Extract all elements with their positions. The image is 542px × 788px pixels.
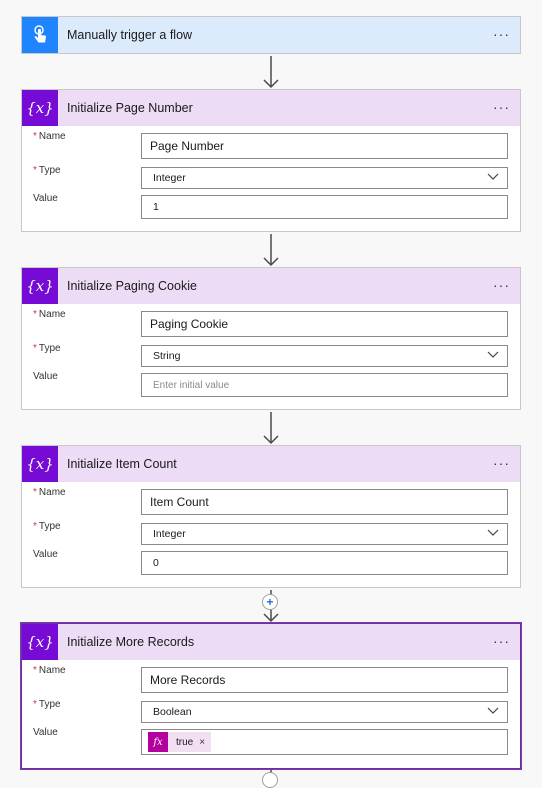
more-options-button[interactable]: ··· (493, 633, 510, 649)
variable-card-header[interactable]: {x} Initialize Item Count ··· (22, 446, 520, 482)
value-field[interactable]: fx true × (141, 729, 508, 755)
chevron-down-icon (487, 351, 499, 358)
name-field[interactable]: Item Count (141, 489, 508, 515)
type-select[interactable]: Boolean (141, 701, 508, 723)
variable-x-icon: {x} (22, 446, 58, 482)
more-options-button[interactable]: ··· (493, 26, 510, 42)
variable-card-header[interactable]: {x} Initialize Paging Cookie ··· (22, 268, 520, 304)
arrow-down-icon (263, 56, 279, 89)
more-options-button[interactable]: ··· (493, 455, 510, 471)
value-label: Value (33, 549, 58, 560)
type-value: Integer (153, 528, 186, 540)
value-field[interactable]: Enter initial value (141, 373, 508, 397)
more-options-button[interactable]: ··· (493, 99, 510, 115)
variable-card-header[interactable]: {x} Initialize Page Number ··· (22, 90, 520, 126)
type-value: Boolean (153, 706, 192, 718)
type-value: String (153, 350, 181, 362)
type-select[interactable]: Integer (141, 523, 508, 545)
variable-x-icon: {x} (22, 268, 58, 304)
trigger-card-header[interactable]: Manually trigger a flow ··· (22, 17, 520, 53)
type-select[interactable]: String (141, 345, 508, 367)
value-field[interactable]: 1 (141, 195, 508, 219)
remove-token-button[interactable]: × (199, 736, 206, 748)
variable-x-icon: {x} (22, 90, 58, 126)
type-label: *Type (33, 165, 61, 176)
card-title: Initialize Page Number (67, 101, 193, 115)
variable-card-more-records[interactable]: {x} Initialize More Records ··· *Name Mo… (21, 623, 521, 769)
name-field[interactable]: More Records (141, 667, 508, 693)
type-value: Integer (153, 172, 186, 184)
type-select[interactable]: Integer (141, 167, 508, 189)
more-options-button[interactable]: ··· (493, 277, 510, 293)
name-field[interactable]: Page Number (141, 133, 508, 159)
name-field[interactable]: Paging Cookie (141, 311, 508, 337)
variable-card-header[interactable]: {x} Initialize More Records ··· (22, 624, 520, 660)
value-placeholder: Enter initial value (153, 379, 230, 391)
card-title: Initialize Item Count (67, 457, 177, 471)
value-field[interactable]: 0 (141, 551, 508, 575)
variable-card-paging-cookie[interactable]: {x} Initialize Paging Cookie ··· *Name P… (21, 267, 521, 410)
chevron-down-icon (487, 173, 499, 180)
variable-card-page-number[interactable]: {x} Initialize Page Number ··· *Name Pag… (21, 89, 521, 232)
name-label: *Name (33, 487, 66, 498)
type-label: *Type (33, 699, 61, 710)
plus-icon[interactable] (262, 772, 278, 788)
chevron-down-icon (487, 707, 499, 714)
variable-x-icon: {x} (22, 624, 58, 660)
expression-token[interactable]: fx true × (148, 732, 212, 752)
value-label: Value (33, 727, 58, 738)
variable-card-item-count[interactable]: {x} Initialize Item Count ··· *Name Item… (21, 445, 521, 588)
name-label: *Name (33, 309, 66, 320)
fx-icon: fx (148, 732, 168, 752)
card-title: Initialize More Records (67, 635, 195, 649)
type-label: *Type (33, 343, 61, 354)
trigger-title: Manually trigger a flow (67, 28, 193, 42)
arrow-down-icon (263, 234, 279, 267)
name-label: *Name (33, 131, 66, 142)
touch-icon (22, 17, 58, 53)
trigger-card[interactable]: Manually trigger a flow ··· (21, 16, 521, 54)
value-label: Value (33, 371, 58, 382)
card-title: Initialize Paging Cookie (67, 279, 197, 293)
chevron-down-icon (487, 529, 499, 536)
arrow-down-icon (263, 412, 279, 445)
type-label: *Type (33, 521, 61, 532)
value-label: Value (33, 193, 58, 204)
name-label: *Name (33, 665, 66, 676)
plus-icon[interactable]: + (262, 594, 278, 610)
token-text: true (176, 736, 194, 748)
